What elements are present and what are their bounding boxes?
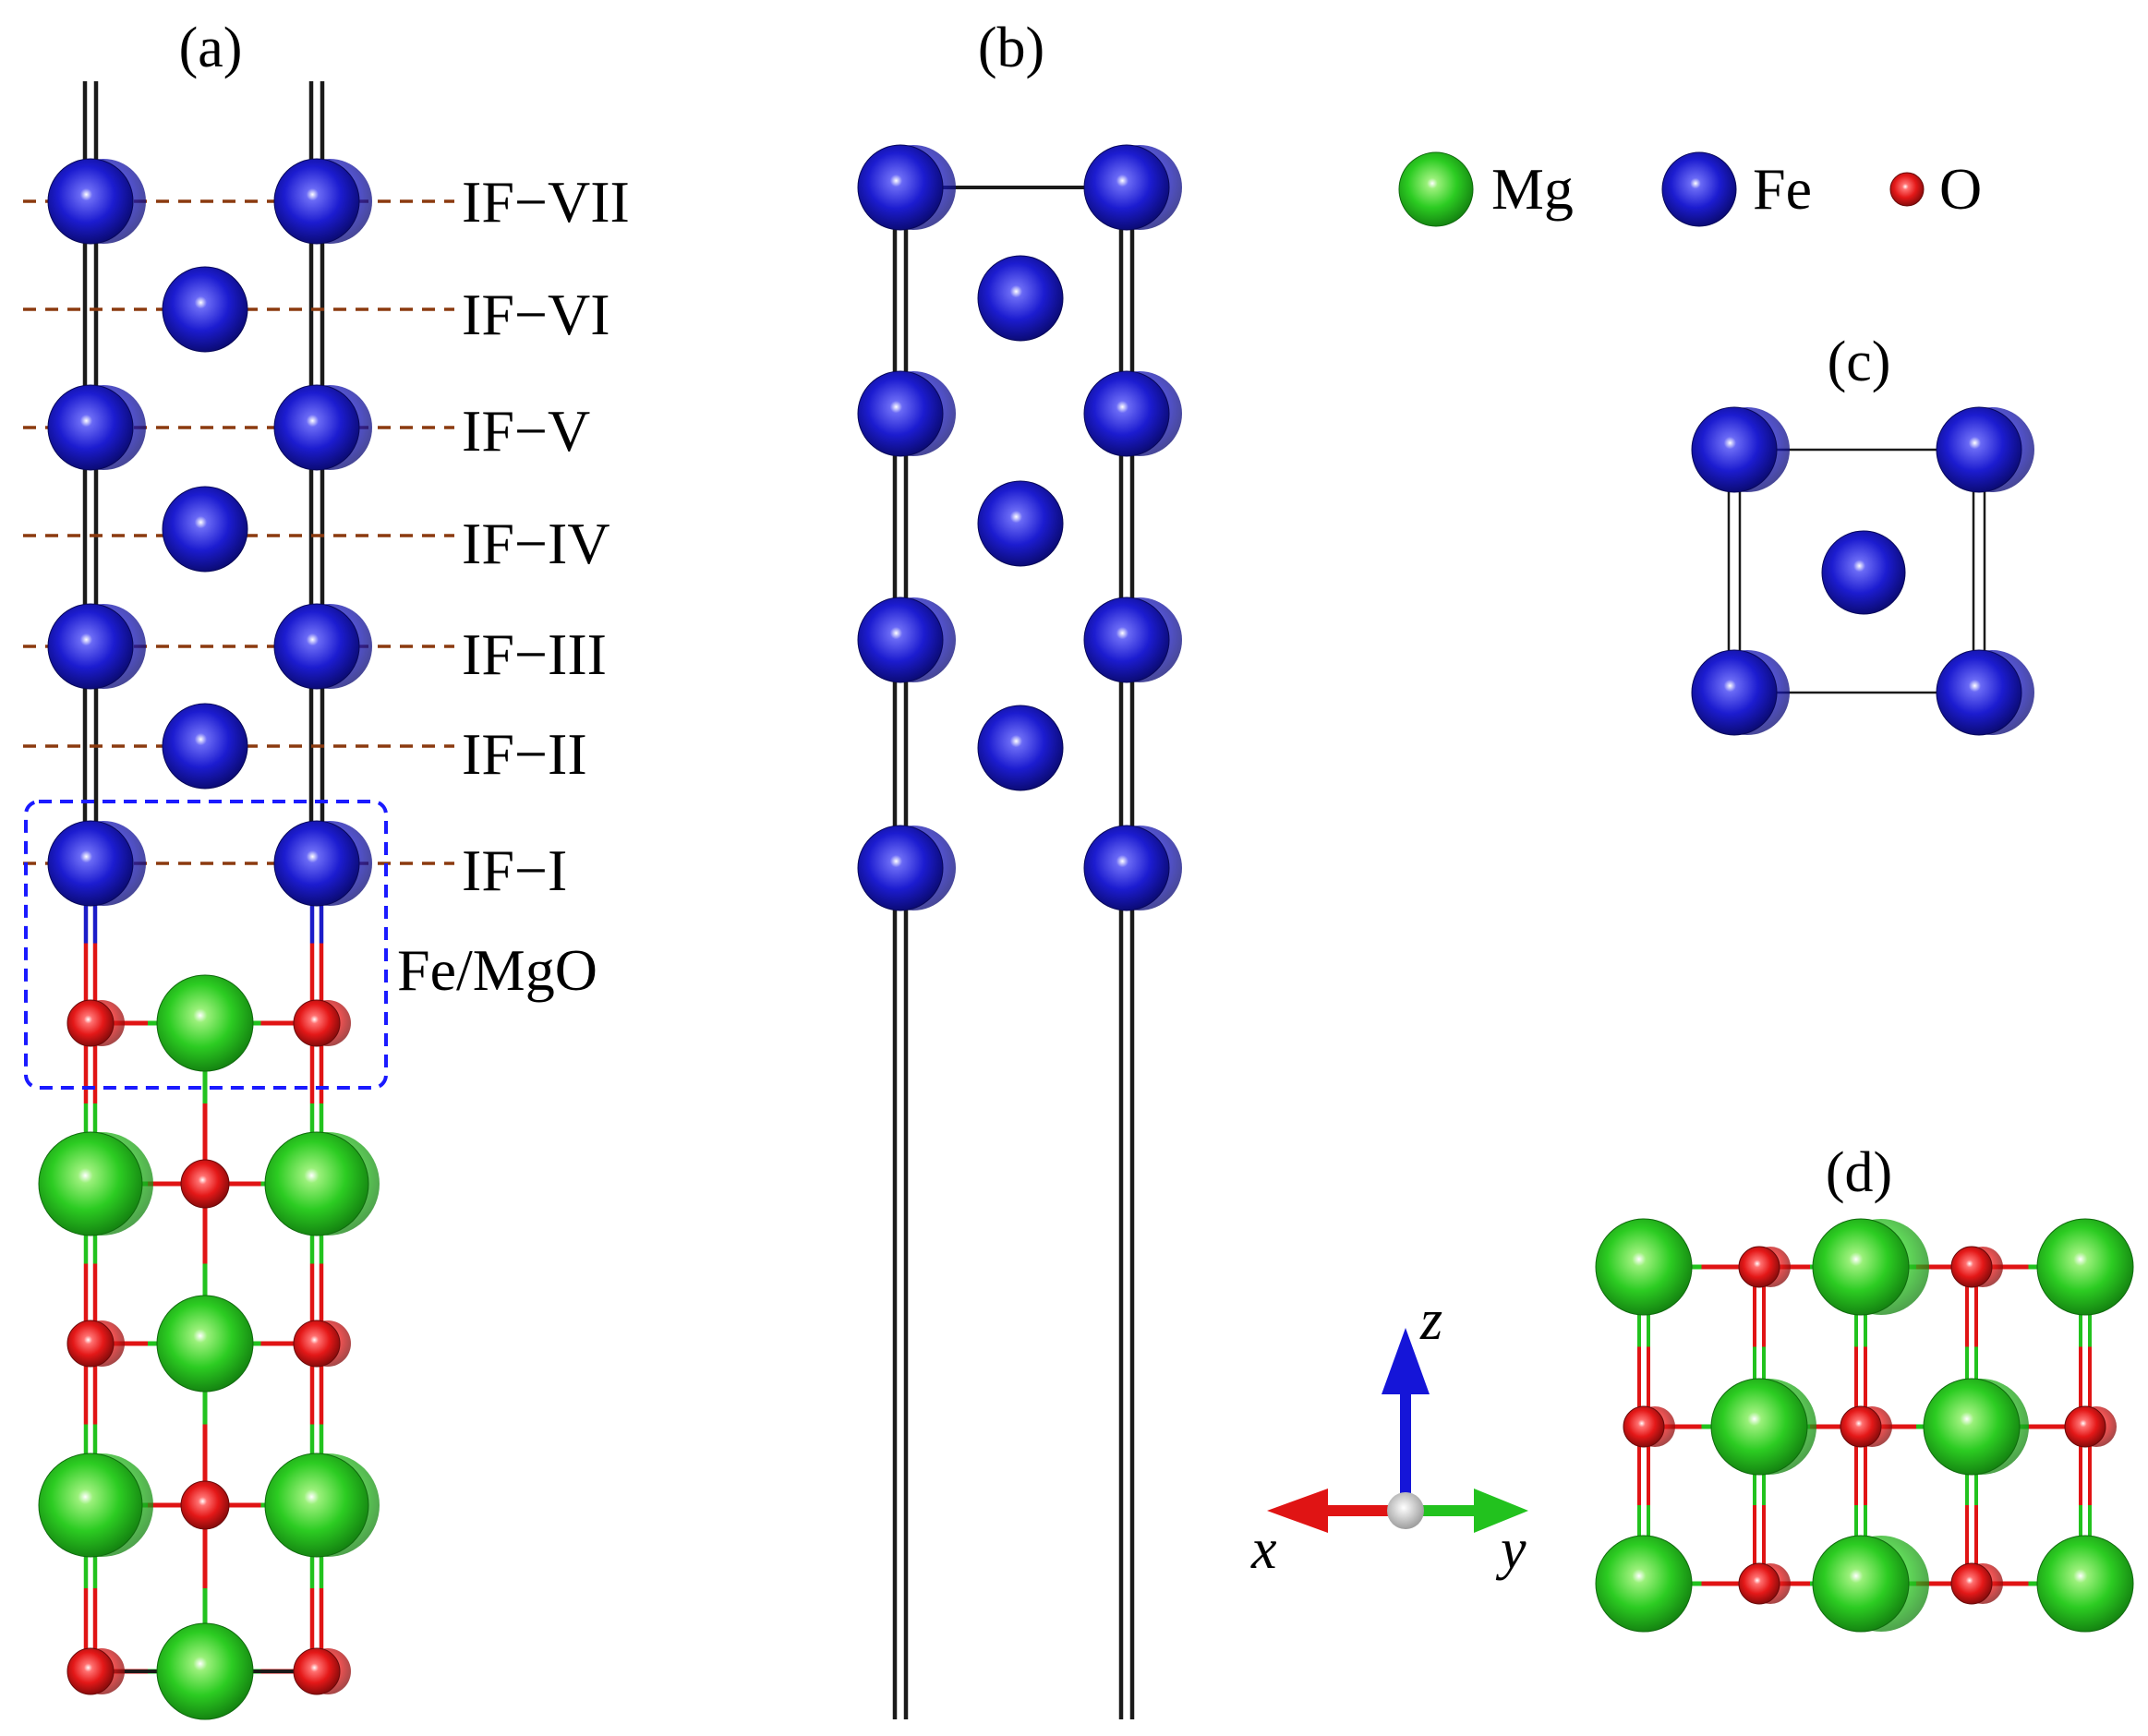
fe-atom bbox=[1821, 530, 1906, 615]
fe-atom bbox=[273, 820, 360, 907]
interface-label: Fe/MgO bbox=[397, 937, 597, 1003]
mg-atom bbox=[1812, 1535, 1910, 1633]
fe-atom bbox=[47, 820, 134, 907]
mg-atom bbox=[1710, 1378, 1808, 1476]
fe-atom bbox=[1661, 151, 1737, 227]
o-atom bbox=[2064, 1405, 2106, 1448]
axis-triad bbox=[1267, 1328, 1528, 1533]
layer-label-i: IF−I bbox=[462, 838, 567, 903]
mg-atom bbox=[2036, 1535, 2134, 1633]
fe-atom bbox=[1691, 406, 1778, 493]
fe-atom bbox=[47, 603, 134, 690]
fe-atom bbox=[1083, 597, 1170, 683]
legend-label-fe: Fe bbox=[1753, 156, 1812, 222]
legend bbox=[1398, 151, 1925, 227]
fe-atom bbox=[47, 158, 134, 245]
panel-d-title: (d) bbox=[1826, 1141, 1892, 1204]
fe-atom bbox=[857, 825, 944, 911]
axis-label-z: z bbox=[1419, 1289, 1442, 1352]
panel-a-title: (a) bbox=[179, 17, 243, 79]
mg-atom bbox=[264, 1131, 369, 1236]
o-atom bbox=[180, 1480, 230, 1530]
panel-a bbox=[23, 81, 454, 1720]
mg-atom bbox=[156, 974, 254, 1072]
o-atom bbox=[1840, 1405, 1882, 1448]
fe-atom bbox=[273, 603, 360, 690]
mg-atom bbox=[1595, 1535, 1693, 1633]
axis-label-y: y bbox=[1495, 1518, 1527, 1581]
mg-atom bbox=[1398, 151, 1474, 227]
fe-atom bbox=[162, 266, 248, 353]
fe-atom bbox=[977, 705, 1064, 791]
mg-atom bbox=[156, 1295, 254, 1392]
panel-c bbox=[1691, 406, 2034, 736]
mg-atom bbox=[1923, 1378, 2021, 1476]
mg-atom bbox=[1812, 1218, 1910, 1316]
o-atom bbox=[1738, 1246, 1780, 1288]
axis-origin-sphere bbox=[1387, 1492, 1424, 1529]
mg-atom bbox=[38, 1131, 143, 1236]
fe-atom bbox=[977, 480, 1064, 567]
fe-atom bbox=[162, 703, 248, 790]
mg-atom bbox=[156, 1622, 254, 1720]
fe-atom bbox=[1936, 649, 2022, 736]
o-atom bbox=[1950, 1246, 1993, 1288]
o-atom bbox=[180, 1159, 230, 1209]
y-axis-arrowhead bbox=[1474, 1489, 1528, 1533]
panel-c-title: (c) bbox=[1828, 331, 1891, 393]
legend-label-o: O bbox=[1939, 156, 1982, 222]
fe-atom bbox=[273, 158, 360, 245]
mg-atom bbox=[2036, 1218, 2134, 1316]
fe-atom bbox=[1936, 406, 2022, 493]
mg-atom bbox=[1595, 1218, 1693, 1316]
fe-atom bbox=[162, 486, 248, 573]
o-atom bbox=[66, 1320, 115, 1368]
o-atom bbox=[293, 1320, 341, 1368]
layer-label-iv: IF−IV bbox=[462, 511, 610, 576]
o-atom bbox=[1950, 1562, 1993, 1605]
axis-label-x: x bbox=[1250, 1518, 1277, 1581]
layer-label-vii: IF−VII bbox=[462, 169, 630, 235]
fe-atom bbox=[977, 255, 1064, 342]
x-axis-shaft bbox=[1321, 1505, 1406, 1516]
fe-atom bbox=[47, 384, 134, 471]
fe-atom bbox=[1083, 825, 1170, 911]
z-axis-arrowhead bbox=[1382, 1328, 1430, 1394]
o-atom bbox=[293, 999, 341, 1047]
mg-atom bbox=[38, 1453, 143, 1558]
o-atom bbox=[1889, 172, 1925, 207]
layer-label-v: IF−V bbox=[462, 398, 590, 464]
mg-atom bbox=[264, 1453, 369, 1558]
o-atom bbox=[66, 1647, 115, 1695]
fe-atom bbox=[1083, 144, 1170, 231]
o-atom bbox=[293, 1647, 341, 1695]
fe-atom bbox=[857, 370, 944, 457]
layer-label-ii: IF−II bbox=[462, 721, 587, 787]
panel-b bbox=[857, 144, 1182, 1719]
x-axis-arrowhead bbox=[1267, 1489, 1328, 1533]
fe-atom bbox=[857, 144, 944, 231]
o-atom bbox=[1623, 1405, 1665, 1448]
panel-d bbox=[1595, 1218, 2134, 1633]
o-atom bbox=[66, 999, 115, 1047]
layer-label-vi: IF−VI bbox=[462, 282, 610, 347]
o-atom bbox=[1738, 1562, 1780, 1605]
legend-label-mg: Mg bbox=[1491, 156, 1574, 222]
layer-label-iii: IF−III bbox=[462, 621, 607, 687]
fe-atom bbox=[1083, 370, 1170, 457]
fe-atom bbox=[1691, 649, 1778, 736]
fe-atom bbox=[273, 384, 360, 471]
panel-b-title: (b) bbox=[978, 17, 1044, 79]
fe-atom bbox=[857, 597, 944, 683]
z-axis-shaft bbox=[1400, 1390, 1411, 1511]
